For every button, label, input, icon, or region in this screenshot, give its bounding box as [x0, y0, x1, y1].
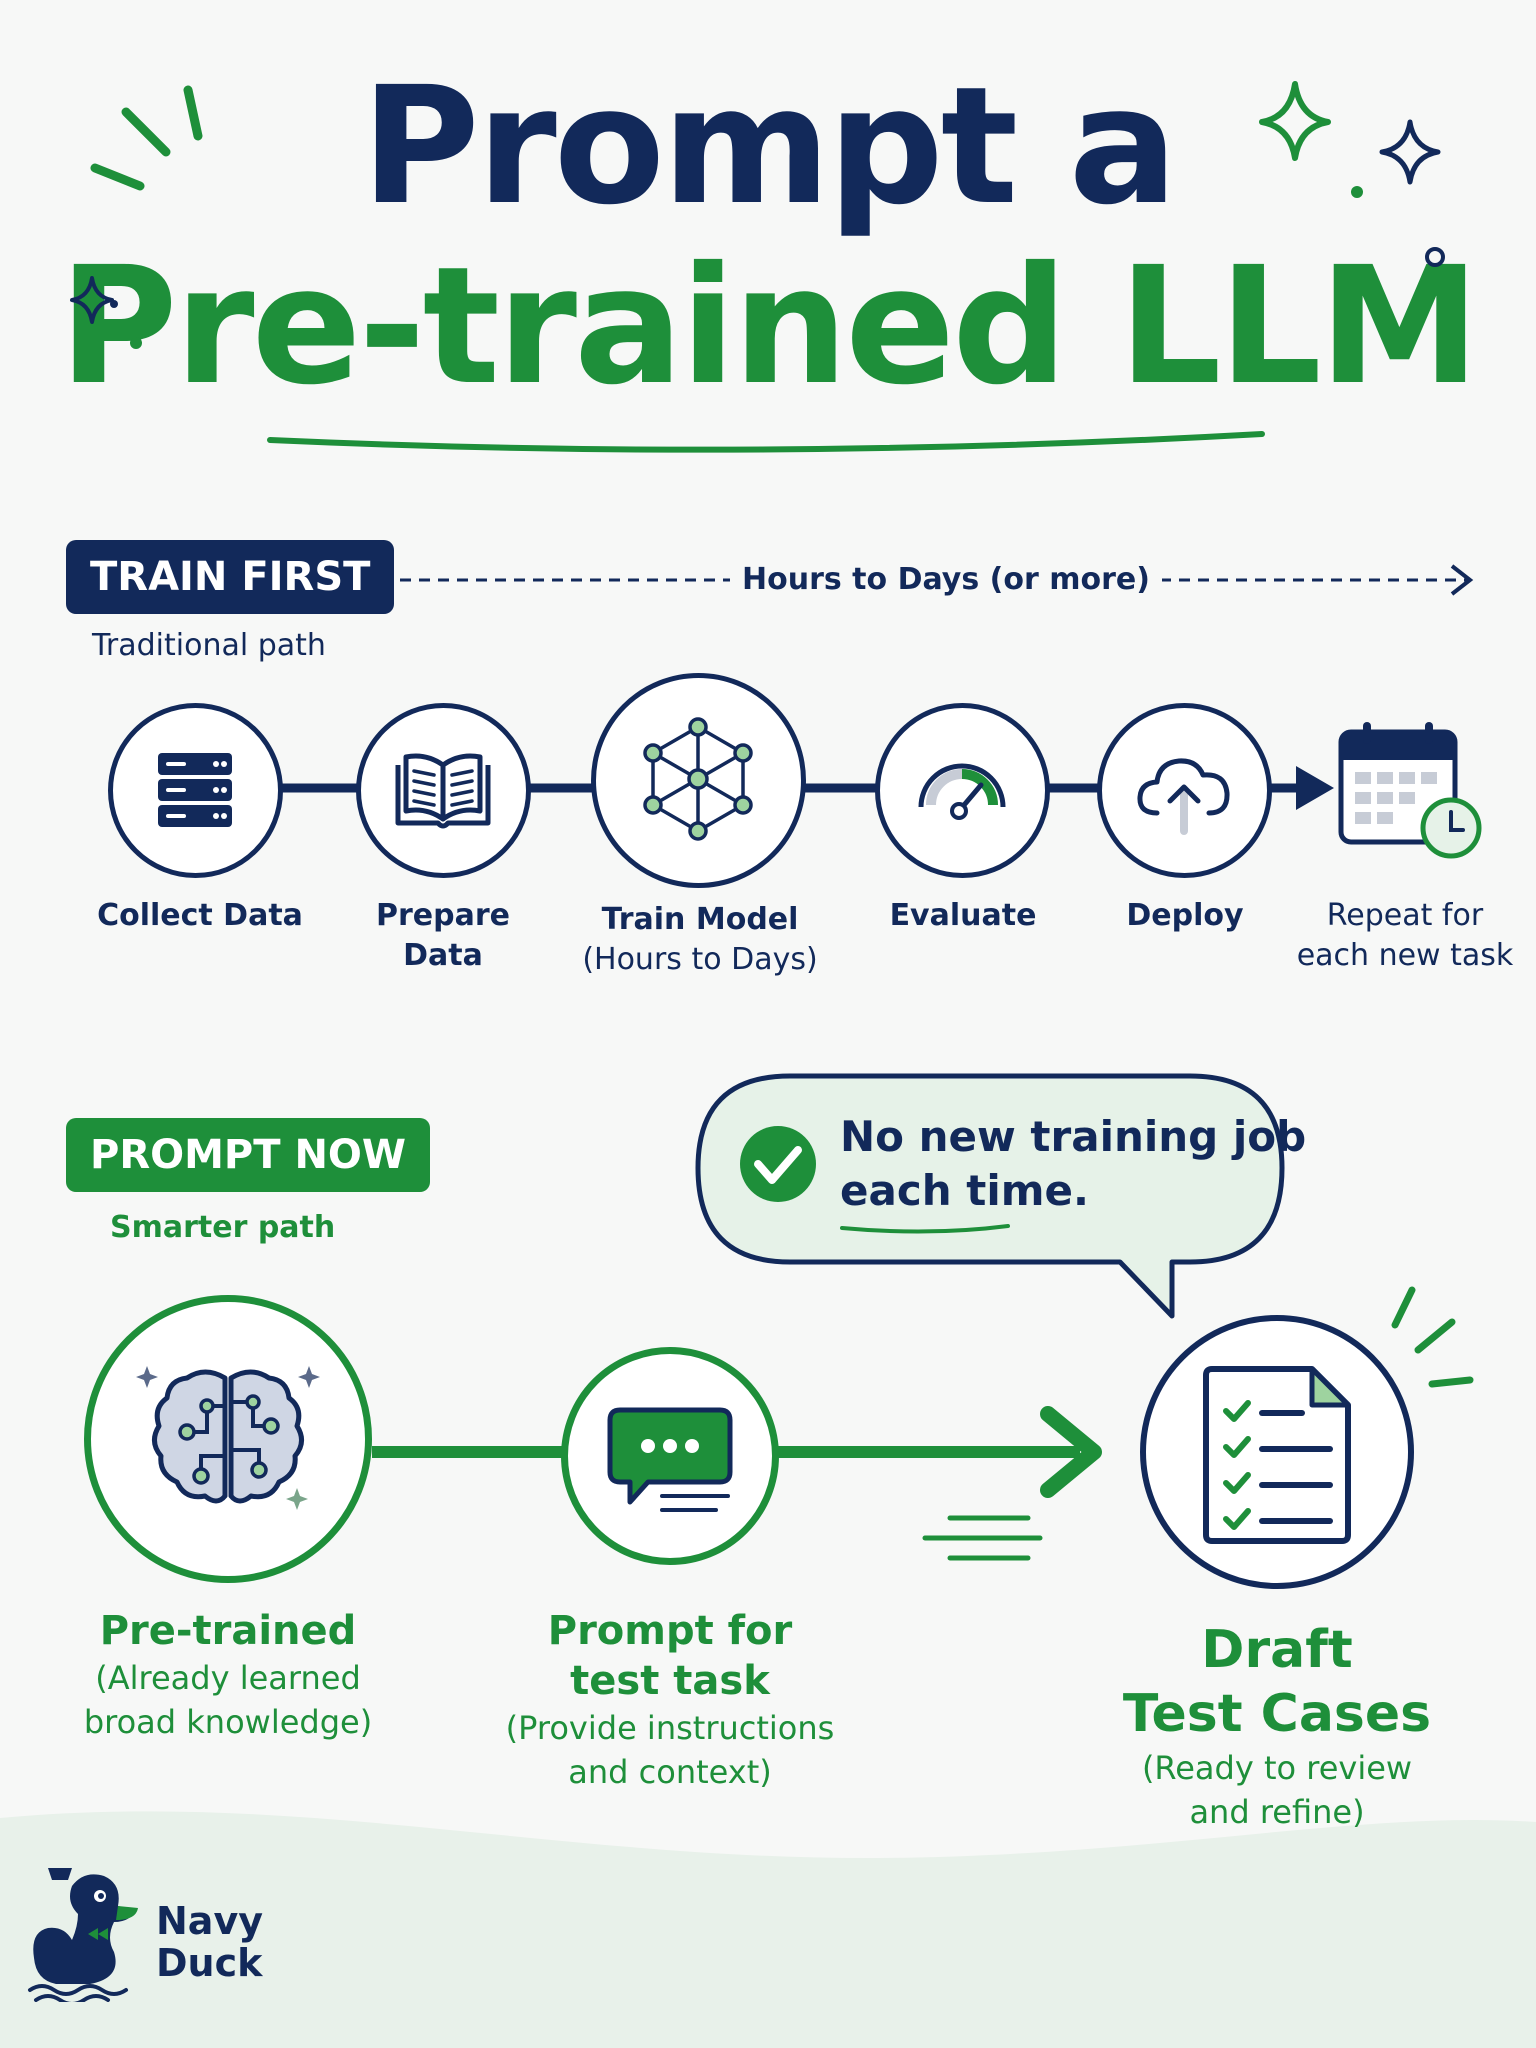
brain-icon — [136, 1366, 320, 1510]
step-circle-draft-test-cases — [1140, 1315, 1414, 1589]
star-icon-navy-left — [70, 276, 114, 324]
dot-green-left — [130, 337, 142, 349]
step-circle-collect-data — [108, 703, 283, 878]
star-icon-navy-right — [1379, 119, 1441, 185]
chat-icon — [607, 1407, 733, 1512]
step-circle-pre-trained — [84, 1295, 372, 1583]
gauge-icon — [918, 763, 1006, 820]
step-label-evaluate: Evaluate — [889, 898, 1037, 933]
step-label-collect-data: Collect Data — [97, 898, 303, 933]
sparkle-lines-left — [90, 85, 203, 191]
duration-label: Hours to Days (or more) — [730, 562, 1162, 597]
step-circle-prepare-data — [356, 703, 531, 878]
dot-navy-left — [110, 300, 118, 308]
callout-underline — [840, 1224, 1010, 1234]
step-circle-evaluate — [875, 703, 1050, 878]
prompt-now-subtitle: Smarter path — [110, 1210, 336, 1245]
step-circle-prompt — [561, 1347, 779, 1565]
train-first-badge: TRAIN FIRST — [66, 540, 395, 614]
step-circle-deploy — [1097, 703, 1272, 878]
step-label-train-model: Train Model(Hours to Days) — [582, 902, 818, 977]
step-label-prepare-data: Prepare Data — [376, 898, 510, 973]
sparkle-lines-right — [1391, 1286, 1474, 1388]
check-circle-icon — [740, 1126, 816, 1202]
connector-arrowhead — [1296, 766, 1334, 810]
step-label-deploy: Deploy — [1126, 898, 1244, 933]
prompt-now-badge: PROMPT NOW — [66, 1118, 431, 1192]
step-note-train-model: (Hours to Days) — [582, 942, 818, 977]
speed-lines — [922, 1515, 1043, 1561]
step-circle-train-model — [591, 673, 806, 888]
bottom-wave — [0, 1811, 1536, 2048]
network-icon — [643, 717, 753, 841]
star-icon-green — [1259, 81, 1331, 161]
title-underline — [267, 431, 1265, 453]
checklist-document-icon — [1203, 1366, 1351, 1544]
book-icon — [395, 753, 491, 829]
cloud-upload-icon — [1137, 758, 1230, 835]
dot-green — [1351, 186, 1363, 198]
server-icon — [158, 753, 232, 827]
train-first-subtitle: Traditional path — [92, 628, 326, 663]
calendar-clock-icon — [1338, 722, 1482, 859]
connector-arrowhead-green — [1040, 1406, 1102, 1498]
title-line-2: Pre-trained LLM — [58, 233, 1480, 421]
ring-icon-navy — [1425, 247, 1445, 267]
title-line-1: Prompt a — [361, 53, 1178, 241]
duck-logo-icon — [28, 1868, 138, 2002]
